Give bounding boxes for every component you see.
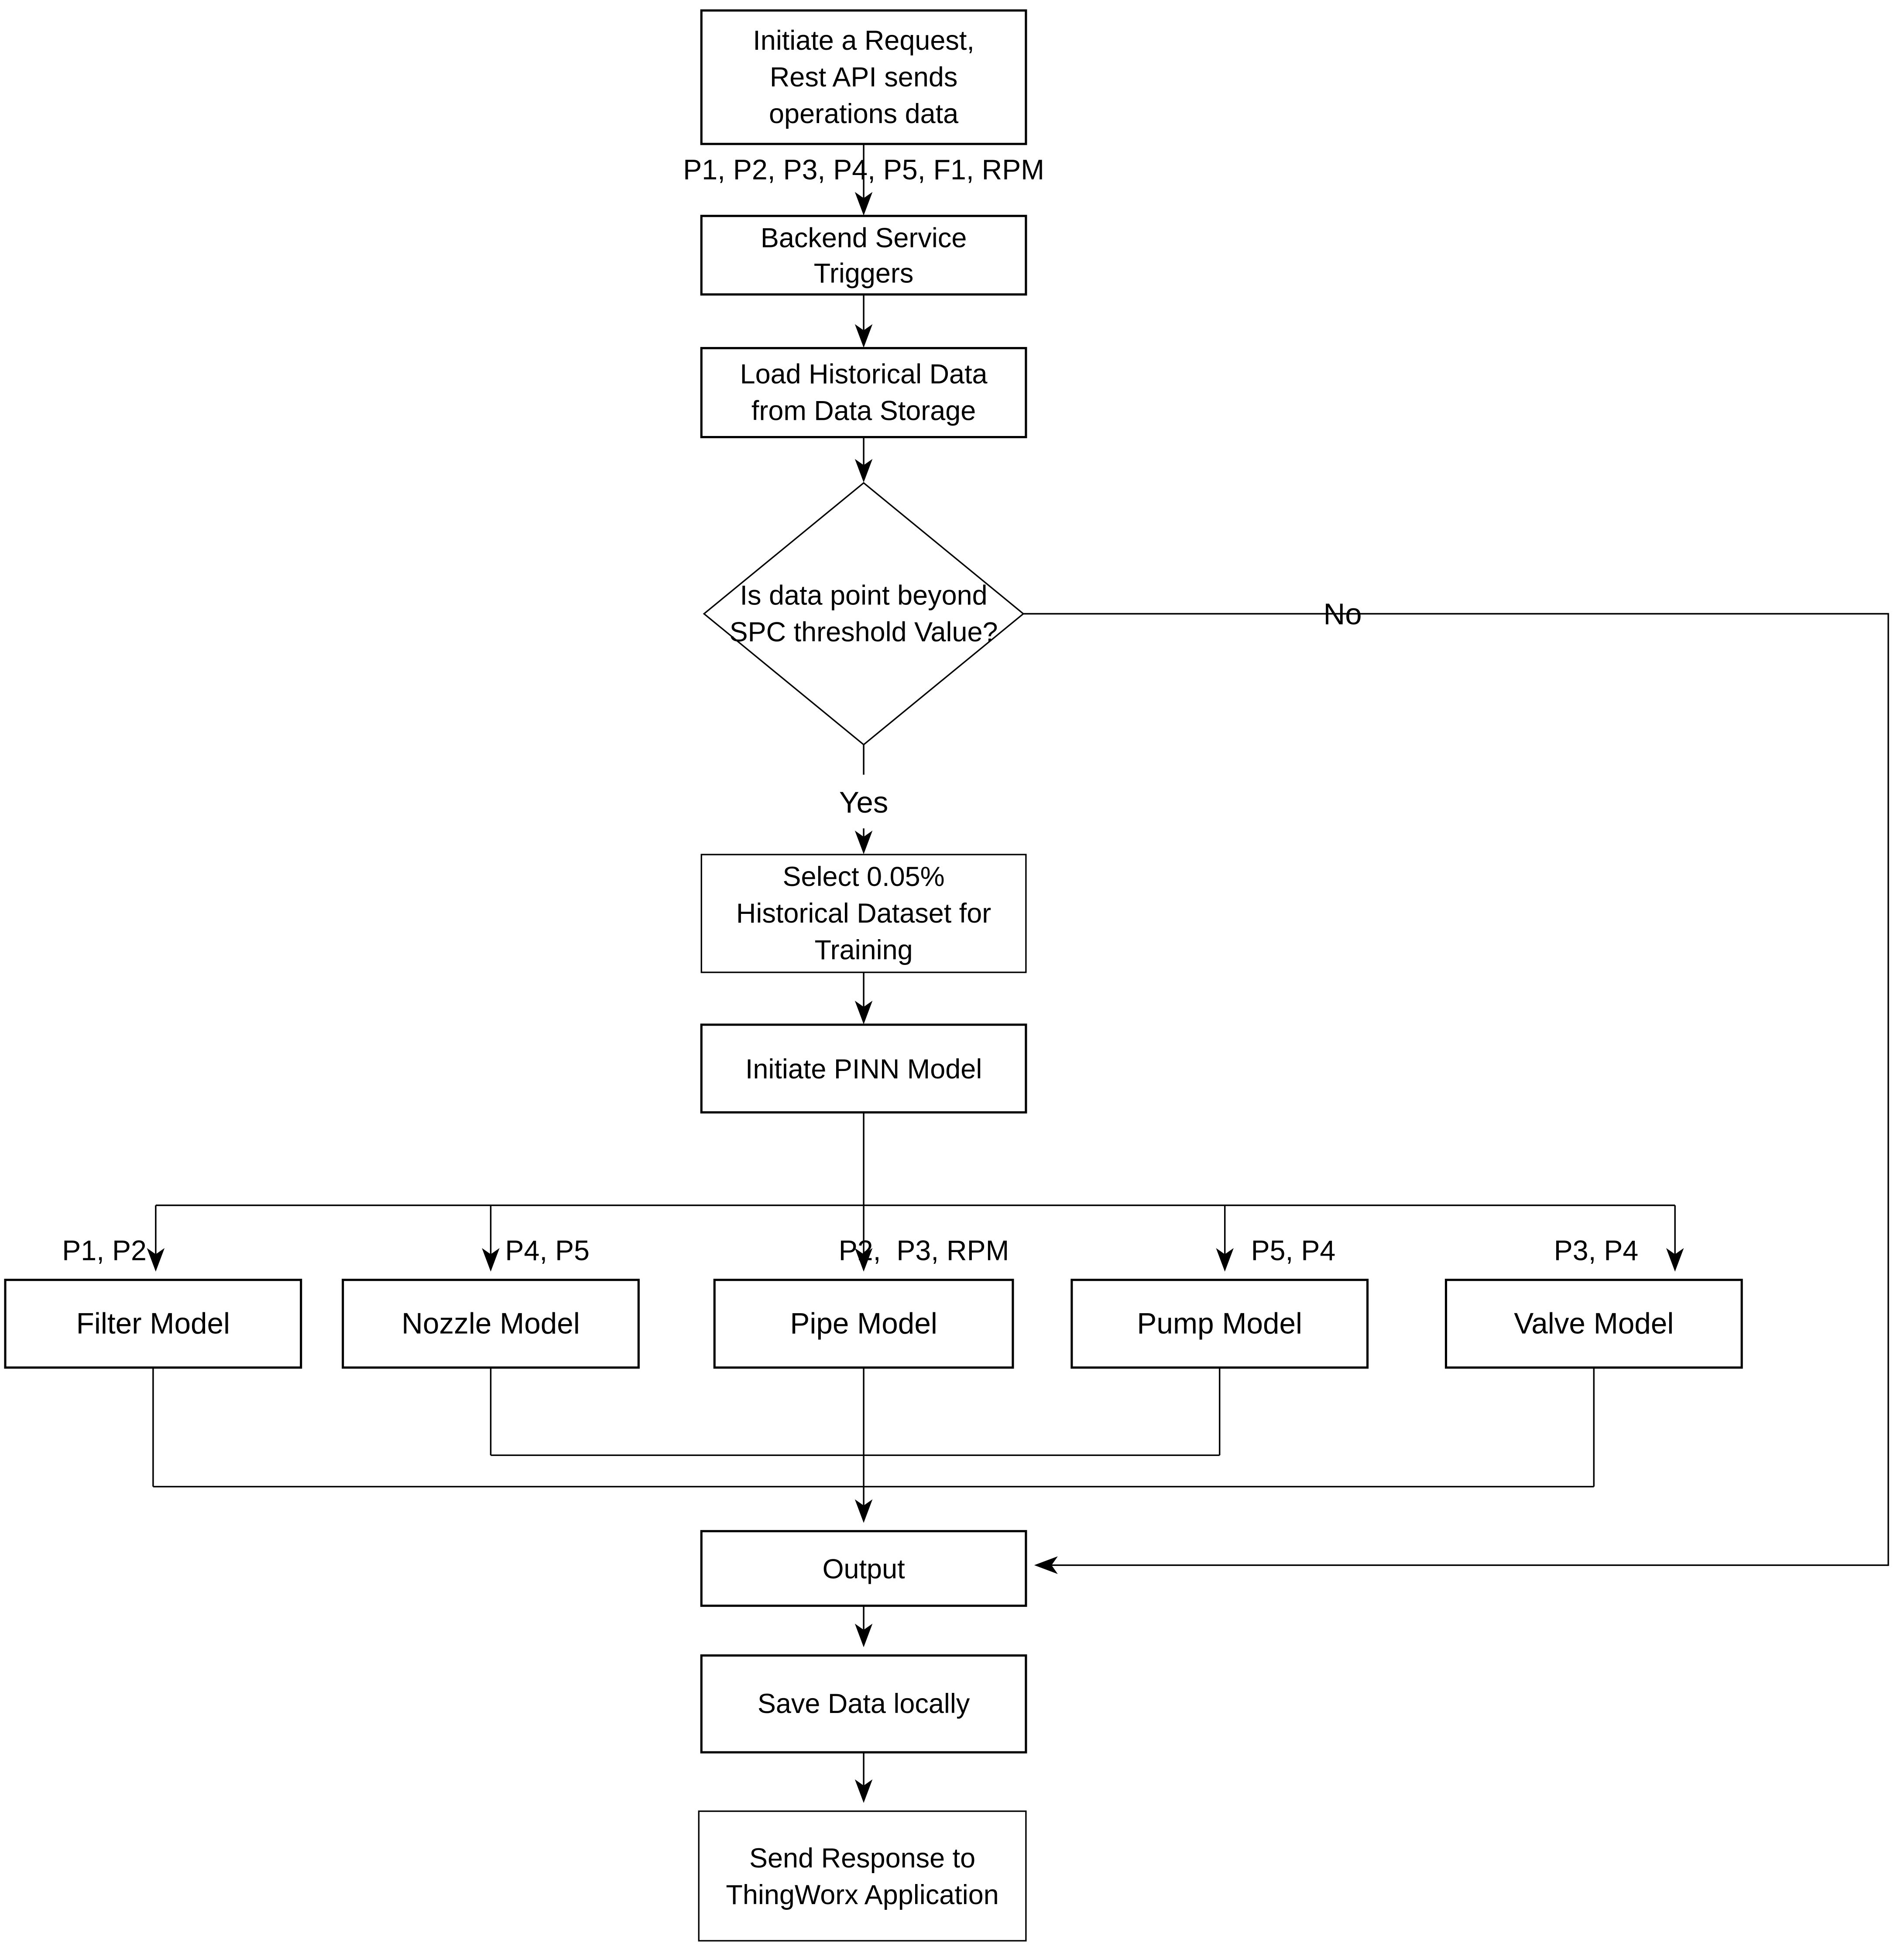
node-select-dataset-line-1: Select 0.05% (783, 862, 945, 892)
node-valve-model-box (1444, 1279, 1743, 1369)
node-spc-decision-line-1: Is data point beyond (740, 580, 988, 611)
node-initiate-pinn-line-1: Initiate PINN Model (745, 1054, 982, 1085)
node-load-historical-line-2: from Data Storage (751, 396, 976, 426)
node-backend-service-box (700, 215, 1027, 296)
node-spc-decision-diamond (703, 482, 1025, 746)
node-backend-service: Backend Service Triggers (700, 215, 1027, 296)
node-backend-service-line-2: Triggers (814, 258, 914, 289)
node-backend-service-line-1: Backend Service (761, 223, 967, 254)
node-spc-decision-line-2: SPC threshold Value? (730, 617, 998, 647)
node-save-data: Save Data locally (700, 1654, 1027, 1754)
node-send-response-line-2: ThingWorx Application (726, 1880, 998, 1910)
edge-label-yes: Yes (839, 786, 889, 819)
node-initiate-request: Initiate a Request, Rest API sends opera… (700, 9, 1027, 145)
node-filter-model: Filter Model (4, 1279, 302, 1369)
node-filter-model-line-1: Filter Model (76, 1308, 230, 1340)
node-nozzle-model-box (342, 1279, 640, 1369)
node-send-response-box (698, 1810, 1027, 1942)
edges (147, 144, 1889, 1803)
node-load-historical-box (700, 347, 1027, 439)
edge-label-nozzle-params: P4, P5 (505, 1235, 590, 1267)
edge-decision-no (1023, 613, 1889, 1574)
edge-label-pump-params: P5, P4 (1251, 1235, 1336, 1267)
node-valve-model-line-1: Valve Model (1514, 1308, 1674, 1340)
node-initiate-request-line-2: Rest API sends (770, 62, 958, 93)
node-initiate-request-line-3: operations data (769, 99, 959, 129)
node-initiate-request-box (700, 9, 1027, 145)
node-initiate-pinn: Initiate PINN Model (700, 1023, 1027, 1114)
node-nozzle-model: Nozzle Model (342, 1279, 640, 1369)
node-spc-decision: Is data point beyond SPC threshold Value… (703, 482, 1025, 746)
edge-label-filter-params: P1, P2 (62, 1235, 147, 1267)
node-initiate-pinn-box (700, 1023, 1027, 1114)
node-pump-model-line-1: Pump Model (1137, 1308, 1302, 1340)
node-filter-model-box (4, 1279, 302, 1369)
node-save-data-box (700, 1654, 1027, 1754)
node-send-response: Send Response to ThingWorx Application (698, 1810, 1027, 1942)
node-output: Output (700, 1530, 1027, 1607)
edge-label-valve-params: P3, P4 (1554, 1235, 1639, 1267)
node-pipe-model-box (713, 1279, 1014, 1369)
node-pipe-model: Pipe Model (713, 1279, 1014, 1369)
node-pump-model: Pump Model (1070, 1279, 1369, 1369)
node-initiate-request-line-1: Initiate a Request, (753, 25, 974, 56)
node-load-historical-line-1: Load Historical Data (740, 359, 988, 390)
node-pipe-model-line-1: Pipe Model (790, 1308, 937, 1340)
node-output-line-1: Output (823, 1554, 906, 1584)
node-nozzle-model-line-1: Nozzle Model (401, 1308, 580, 1340)
edge-label-operations-params: P1, P2, P3, P4, P5, F1, RPM (683, 154, 1044, 185)
node-select-dataset-line-2: Historical Dataset for (736, 898, 991, 929)
node-save-data-line-1: Save Data locally (758, 1689, 970, 1719)
edge-label-no: No (1324, 597, 1362, 631)
node-select-dataset: Select 0.05% Historical Dataset for Trai… (700, 854, 1027, 973)
node-valve-model: Valve Model (1444, 1279, 1743, 1369)
node-pump-model-box (1070, 1279, 1369, 1369)
node-select-dataset-box (700, 854, 1027, 973)
node-load-historical: Load Historical Data from Data Storage (700, 347, 1027, 439)
edge-label-pipe-params: P2, P3, RPM (839, 1235, 1009, 1267)
node-select-dataset-line-3: Training (815, 935, 913, 965)
node-output-box (700, 1530, 1027, 1607)
nodes: Initiate a Request, Rest API sends opera… (4, 9, 1743, 1942)
node-send-response-line-1: Send Response to (749, 1843, 975, 1874)
